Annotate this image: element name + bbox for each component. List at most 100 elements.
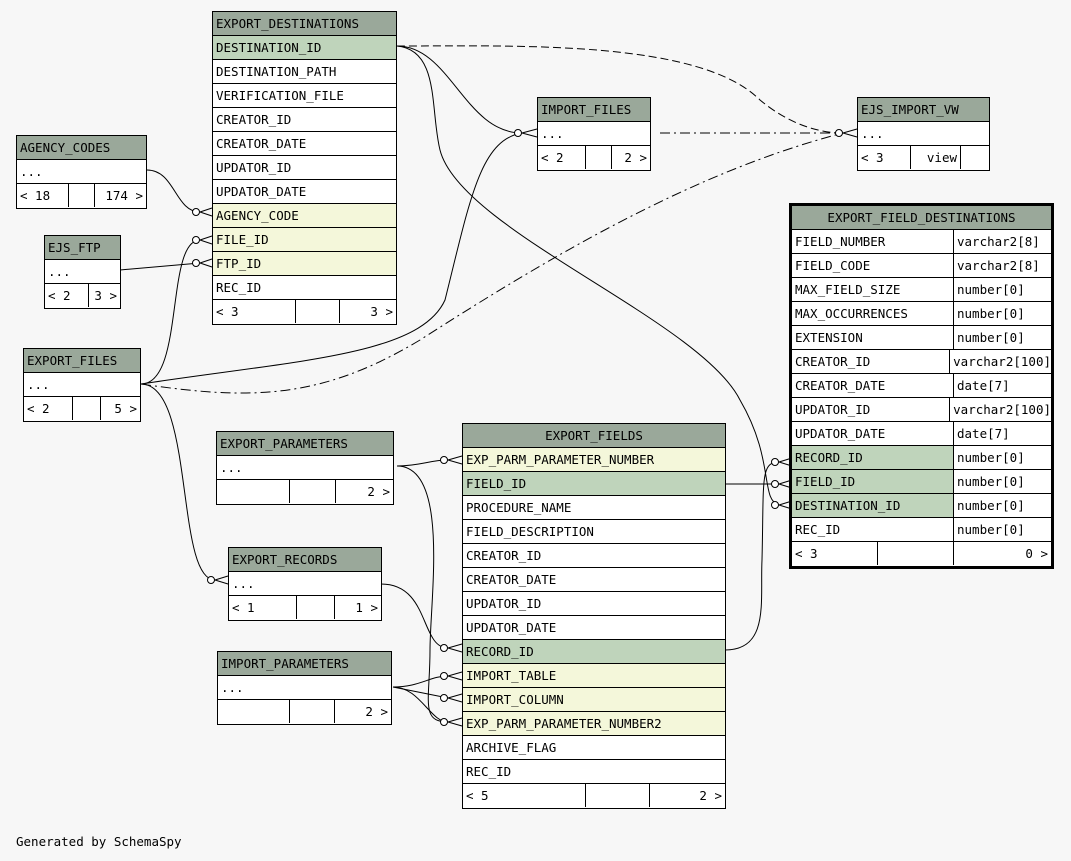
table-title[interactable]: IMPORT_FILES — [538, 98, 650, 122]
column-type: varchar2[100] — [950, 350, 1051, 373]
table-ejs-import-vw[interactable]: EJS_IMPORT_VW ... < 3 view — [857, 97, 990, 171]
table-export-destinations[interactable]: EXPORT_DESTINATIONS DESTINATION_ID DESTI… — [212, 11, 397, 325]
parent-count[interactable]: < 3 — [792, 542, 878, 565]
child-count[interactable]: 3 > — [370, 304, 393, 319]
parent-count[interactable]: < 2 — [538, 146, 586, 169]
child-count[interactable]: 3 > — [94, 288, 117, 303]
column-creator-id: CREATOR_ID — [213, 108, 396, 132]
footer-spacer — [297, 596, 335, 619]
column-name: UPDATOR_DATE — [792, 422, 954, 445]
generated-by-note: Generated by SchemaSpy — [16, 834, 182, 849]
column-file-id: FILE_ID — [213, 228, 396, 252]
child-count[interactable]: 1 > — [355, 600, 378, 615]
rel-line-export-records — [140, 383, 216, 581]
column-name: MAX_OCCURRENCES — [792, 302, 954, 325]
column-type: number[0] — [954, 470, 1051, 493]
footer-spacer — [586, 784, 650, 807]
rel-line-record-id — [724, 461, 780, 651]
table-title[interactable]: EJS_FTP — [45, 236, 120, 260]
parent-count[interactable] — [217, 480, 290, 503]
table-footer: 2 > — [217, 480, 393, 504]
rel-line-export-params-2 — [396, 465, 449, 723]
table-export-parameters[interactable]: EXPORT_PARAMETERS ... 2 > — [216, 431, 394, 505]
column-name: UPDATOR_ID — [792, 398, 951, 421]
parent-count[interactable]: < 5 — [463, 784, 586, 807]
parent-count[interactable]: < 2 — [45, 284, 89, 307]
table-title[interactable]: EXPORT_PARAMETERS — [217, 432, 393, 456]
parent-count[interactable]: < 1 — [229, 596, 297, 619]
table-export-records[interactable]: EXPORT_RECORDS ... < 1 1 > — [228, 547, 382, 621]
child-count[interactable]: 0 > — [1025, 546, 1048, 561]
column-name: REC_ID — [792, 518, 954, 541]
table-footer: 2 > — [218, 700, 391, 724]
table-title[interactable]: EJS_IMPORT_VW — [858, 98, 989, 122]
child-count[interactable] — [961, 146, 989, 169]
footer-spacer — [586, 146, 612, 169]
parent-count[interactable]: < 18 — [17, 184, 69, 207]
child-count[interactable]: 5 > — [114, 401, 137, 416]
table-footer: < 3 view — [858, 146, 989, 170]
column-updator-date: UPDATOR_DATE — [463, 616, 725, 640]
column-name: FIELD_ID — [792, 470, 954, 493]
table-title[interactable]: EXPORT_FIELD_DESTINATIONS — [792, 206, 1051, 230]
parent-count[interactable] — [218, 700, 290, 723]
table-columns-collapsed: ... — [17, 160, 146, 184]
crows-foot-markers — [192, 128, 858, 727]
column-field-description: FIELD_DESCRIPTION — [463, 520, 725, 544]
footer-spacer — [69, 184, 95, 207]
parent-count[interactable]: < 3 — [213, 300, 296, 323]
table-export-fields[interactable]: EXPORT_FIELDS EXP_PARM_PARAMETER_NUMBER … — [462, 423, 726, 809]
column-field-id: FIELD_ID — [463, 472, 725, 496]
child-count[interactable]: 2 > — [699, 788, 722, 803]
footer-spacer — [290, 700, 335, 723]
child-count[interactable]: 174 > — [105, 188, 143, 203]
table-title[interactable]: EXPORT_DESTINATIONS — [213, 12, 396, 36]
column-name: MAX_FIELD_SIZE — [792, 278, 954, 301]
rel-line-view-dest — [396, 45, 844, 134]
table-import-files[interactable]: IMPORT_FILES ... < 2 2 > — [537, 97, 651, 171]
rel-line-destination-import — [396, 45, 523, 134]
table-title[interactable]: EXPORT_FIELDS — [463, 424, 725, 448]
table-title[interactable]: AGENCY_CODES — [17, 136, 146, 160]
rel-line-import-files — [140, 132, 523, 385]
table-export-files[interactable]: EXPORT_FILES ... < 2 5 > — [23, 348, 141, 422]
child-count[interactable]: 2 > — [365, 704, 388, 719]
table-footer: < 1 1 > — [229, 596, 381, 620]
column-type: number[0] — [954, 518, 1051, 541]
column-name: CREATOR_ID — [792, 350, 951, 373]
table-title[interactable]: EXPORT_FILES — [24, 349, 140, 373]
column-creator-id: CREATOR_ID — [463, 544, 725, 568]
table-import-parameters[interactable]: IMPORT_PARAMETERS ... 2 > — [217, 651, 392, 725]
column-type: number[0] — [954, 302, 1051, 325]
parent-count[interactable]: < 3 — [858, 146, 911, 169]
table-agency-codes[interactable]: AGENCY_CODES ... < 18 174 > — [16, 135, 147, 209]
table-ejs-ftp[interactable]: EJS_FTP ... < 2 3 > — [44, 235, 121, 309]
column-ftp-id: FTP_ID — [213, 252, 396, 276]
column-type: varchar2[8] — [954, 230, 1051, 253]
table-title[interactable]: IMPORT_PARAMETERS — [218, 652, 391, 676]
rel-line-file-id — [140, 239, 201, 385]
column-updator-date: UPDATOR_DATE — [213, 180, 396, 204]
column-creator-date: CREATOR_DATE — [463, 568, 725, 592]
table-title[interactable]: EXPORT_RECORDS — [229, 548, 381, 572]
child-count[interactable]: 2 > — [367, 484, 390, 499]
column-type: varchar2[8] — [954, 254, 1051, 277]
child-count[interactable]: 2 > — [624, 150, 647, 165]
footer-spacer — [296, 300, 340, 323]
parent-count[interactable]: < 2 — [24, 397, 73, 420]
table-footer: < 2 3 > — [45, 284, 120, 308]
table-columns-collapsed: ... — [45, 260, 120, 284]
rel-line-import-params-1 — [392, 675, 449, 688]
column-record-id: RECORD_ID — [463, 640, 725, 664]
table-footer: < 5 2 > — [463, 784, 725, 808]
rel-line-view-files — [140, 132, 844, 394]
